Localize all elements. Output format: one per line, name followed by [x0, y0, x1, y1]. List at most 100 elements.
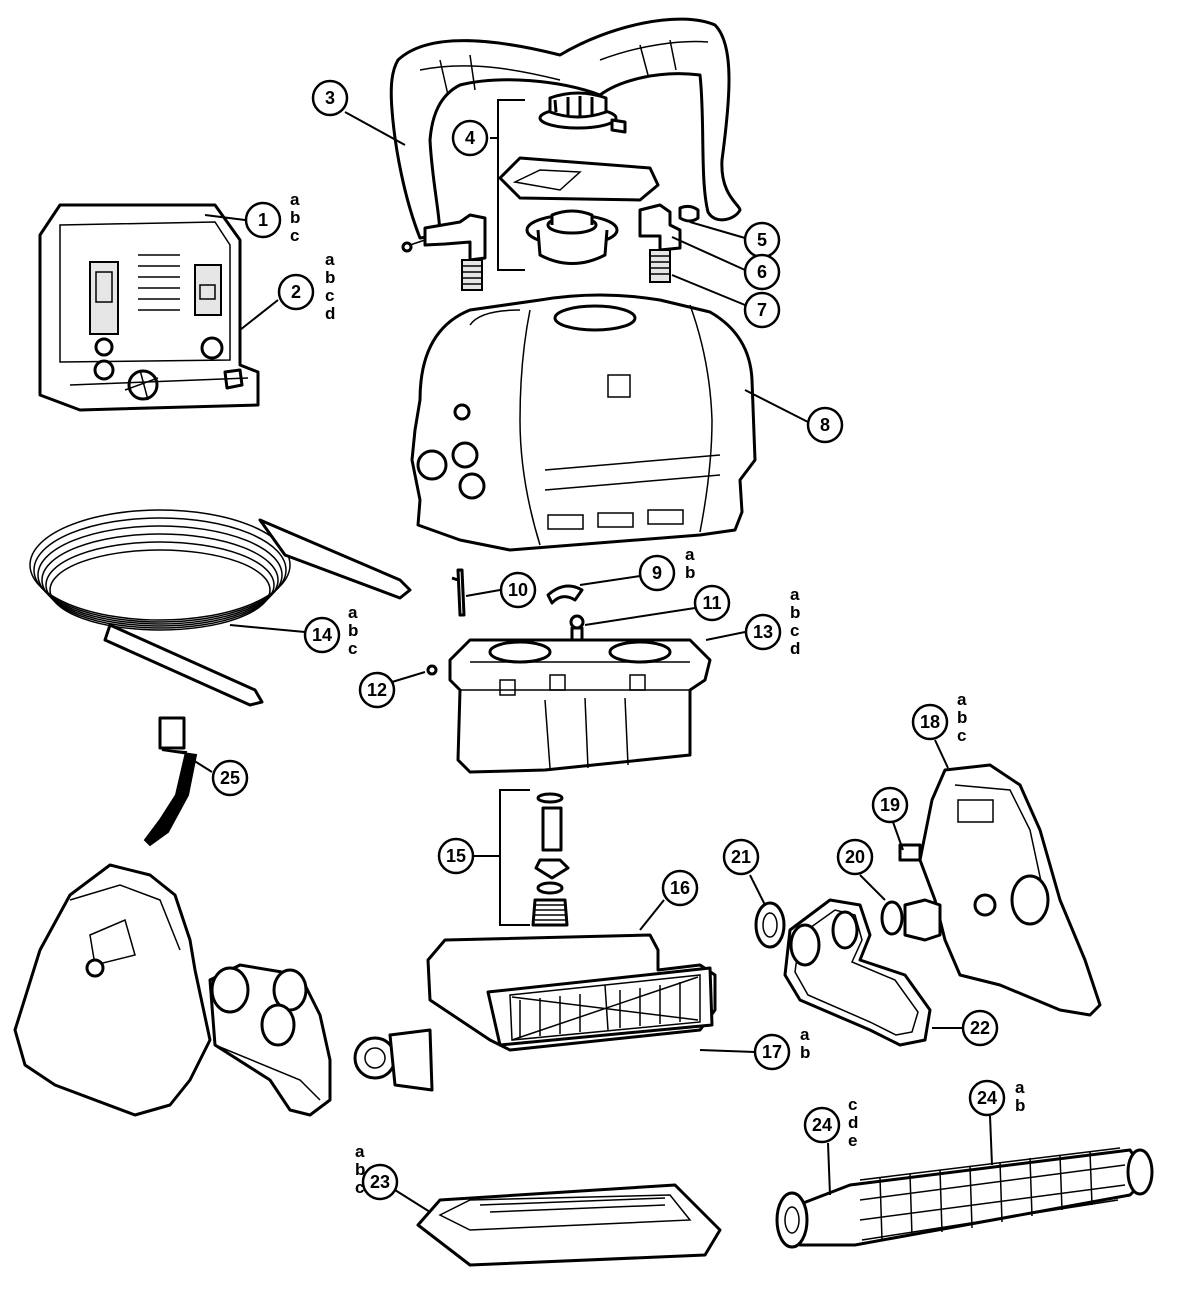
callout-circle: [499, 571, 537, 609]
callout-number: 22: [970, 1018, 990, 1038]
leader-line-23: [394, 1189, 431, 1213]
callout-variant-letter: b: [685, 563, 695, 582]
leader-line-2: [239, 299, 279, 331]
callout-15: 15: [437, 837, 475, 875]
leader-line-18: [934, 739, 949, 769]
leader-line-15: [499, 856, 530, 926]
leader-line-9: [579, 575, 641, 586]
leader-line-14: [229, 624, 306, 633]
leader-line-21: [749, 874, 766, 906]
callout-circle: [911, 703, 949, 741]
callout-variant-letter: c: [957, 726, 966, 745]
callout-variant-letter: d: [848, 1113, 858, 1132]
callout-circle: [803, 1106, 841, 1144]
callout-7: 7: [743, 291, 781, 329]
leader-line-16: [639, 899, 665, 931]
callout-number: 13: [753, 622, 773, 642]
callout-variant-letter: d: [325, 304, 335, 323]
leader-line-4: [490, 99, 525, 139]
callout-number: 21: [731, 847, 751, 867]
callout-4: 4: [451, 119, 489, 157]
leader-line-24: [989, 1115, 993, 1166]
callout-variant-letter: c: [290, 226, 299, 245]
leader-line-25: [184, 754, 213, 773]
callout-variant-letter: d: [790, 639, 800, 658]
latch-parts-drawing: [638, 203, 700, 283]
callout-variant-letter: a: [957, 690, 967, 709]
callout-circle: [211, 759, 249, 797]
callout-variant-letter: b: [325, 268, 335, 287]
callout-circle: [244, 201, 282, 239]
callout-circle: [277, 273, 315, 311]
callout-number: 12: [367, 680, 387, 700]
callout-variant-letter: b: [348, 621, 358, 640]
callout-number: 2: [291, 282, 301, 302]
robot-body-drawing: [410, 293, 757, 552]
motor-block-drawing: [426, 638, 712, 774]
callout-variant-letter: c: [790, 621, 799, 640]
callout-3: 3: [311, 79, 349, 117]
callout-number: 24: [812, 1115, 832, 1135]
callout-variant-letter: a: [800, 1025, 810, 1044]
callout-circle: [753, 1033, 791, 1071]
callout-circle: [303, 616, 341, 654]
leader-line-17: [699, 1049, 756, 1053]
callout-variant-letter: a: [685, 545, 695, 564]
callout-circle: [744, 613, 782, 651]
callout-circle: [693, 584, 731, 622]
leader-line-3: [344, 111, 406, 146]
callout-variant-letter: b: [790, 603, 800, 622]
side-panel-drawing: [880, 763, 1102, 1017]
callout-16: 16: [661, 869, 699, 907]
callout-9: 9 ab: [638, 545, 695, 592]
callout-circle: [722, 838, 760, 876]
cable-end-drawing: [143, 716, 198, 847]
callout-variant-letter: a: [355, 1142, 365, 1161]
leader-line-8: [744, 389, 809, 423]
top-cover-parts-drawing: [498, 91, 660, 265]
callout-10: 10: [499, 571, 537, 609]
callout-labels: 1abc2abcd3456789ab10111213abcd14abc15161…: [211, 79, 1025, 1201]
callout-number: 23: [370, 1172, 390, 1192]
callout-22: 22: [961, 1009, 999, 1047]
callout-number: 19: [880, 795, 900, 815]
callout-5: 5: [743, 221, 781, 259]
leader-line-6: [671, 236, 746, 271]
callout-number: 3: [325, 88, 335, 108]
cable-coil-drawing: [29, 509, 412, 707]
callout-8: 8: [806, 406, 844, 444]
callout-circle: [638, 554, 676, 592]
filter-basket-drawing: [353, 933, 717, 1092]
callout-variant-letter: c: [355, 1178, 364, 1197]
callout-19: 19: [871, 786, 909, 824]
callout-variant-letter: c: [848, 1095, 857, 1114]
callout-number: 17: [762, 1042, 782, 1062]
track-and-wheels-drawing: [754, 898, 932, 1047]
leader-line-5: [689, 221, 746, 239]
power-supply-drawing: [38, 203, 260, 412]
leader-lines: [184, 99, 993, 1213]
callout-number: 9: [652, 563, 662, 583]
leader-line-1: [204, 214, 246, 221]
callout-number: 8: [820, 415, 830, 435]
leader-line-11: [584, 607, 696, 626]
callout-circle: [311, 79, 349, 117]
callout-circle: [968, 1079, 1006, 1117]
leader-line-13: [705, 631, 746, 641]
callout-number: 14: [312, 625, 332, 645]
leader-line-15: [474, 789, 530, 857]
callout-circle: [361, 1163, 399, 1201]
assembled-robot-drawing: [13, 863, 332, 1117]
leader-line-12: [391, 671, 426, 683]
callout-circle: [836, 838, 874, 876]
callout-variant-letter: a: [790, 585, 800, 604]
callout-number: 11: [702, 593, 721, 613]
callout-number: 4: [465, 128, 475, 148]
callout-circle: [806, 406, 844, 444]
